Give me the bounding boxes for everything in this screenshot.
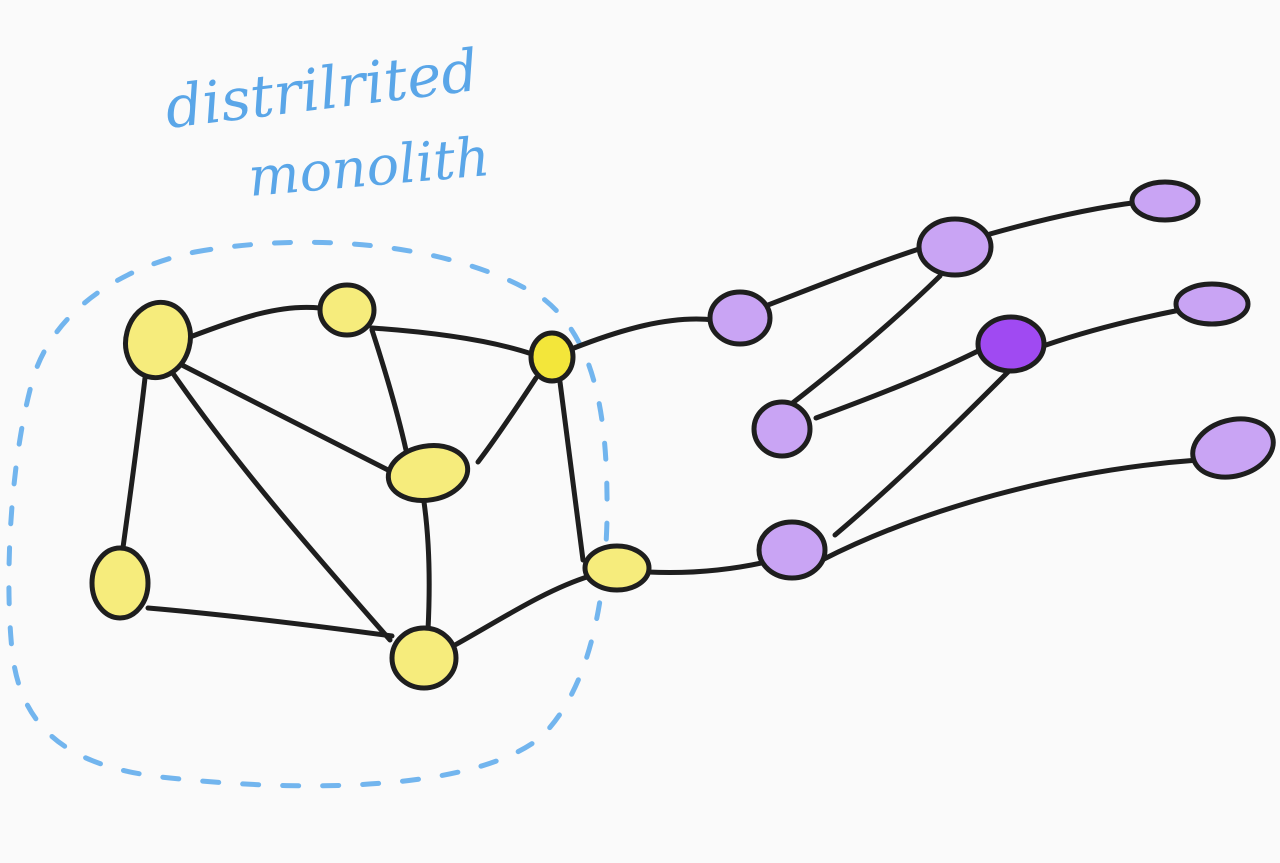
title-line-1: distrilrited bbox=[161, 36, 482, 142]
edge-s7-s8 bbox=[819, 457, 1201, 563]
edge-m6-s7 bbox=[645, 559, 769, 576]
edge-s2-s3 bbox=[987, 199, 1143, 237]
edge-m3-m6 bbox=[557, 379, 586, 563]
node-m4 bbox=[385, 443, 471, 503]
edge-m4-m7 bbox=[421, 499, 432, 633]
node-s2 bbox=[916, 216, 994, 278]
node-s4 bbox=[751, 399, 813, 459]
edge-m2-m4 bbox=[369, 327, 409, 453]
edges-layer bbox=[117, 199, 1201, 648]
node-m1 bbox=[123, 299, 193, 381]
edge-m7-m6 bbox=[452, 573, 593, 648]
edge-m5-m7 bbox=[145, 605, 395, 639]
edge-m3-s1 bbox=[571, 316, 717, 351]
node-s1 bbox=[707, 289, 773, 347]
edge-s1-s2 bbox=[765, 245, 925, 308]
edge-s7-s5 bbox=[832, 369, 1011, 538]
title-line-2: monolith bbox=[246, 125, 493, 209]
node-m2 bbox=[317, 282, 377, 338]
monolith-boundary bbox=[6, 239, 610, 789]
edge-s4-s5 bbox=[813, 347, 983, 421]
edge-m2-m3 bbox=[369, 325, 535, 357]
node-m6 bbox=[582, 543, 652, 593]
node-m5 bbox=[89, 545, 151, 621]
edge-m1-m4 bbox=[175, 360, 395, 475]
node-s5 bbox=[975, 314, 1047, 374]
edge-m3-m4 bbox=[475, 375, 539, 465]
edge-s2-s4 bbox=[787, 273, 943, 408]
edge-m1-m5 bbox=[117, 375, 148, 573]
edge-m1-m7 bbox=[169, 369, 393, 643]
nodes-layer bbox=[89, 179, 1276, 691]
node-m7 bbox=[389, 625, 459, 691]
diagram-title: distrilrited monolith bbox=[161, 36, 492, 209]
node-s6 bbox=[1173, 281, 1251, 327]
node-s8 bbox=[1190, 416, 1276, 480]
node-s7 bbox=[756, 519, 828, 581]
edge-s5-s6 bbox=[1043, 307, 1183, 348]
node-m3 bbox=[528, 330, 576, 384]
edge-m1-m2 bbox=[187, 304, 323, 340]
node-s3 bbox=[1129, 179, 1201, 223]
